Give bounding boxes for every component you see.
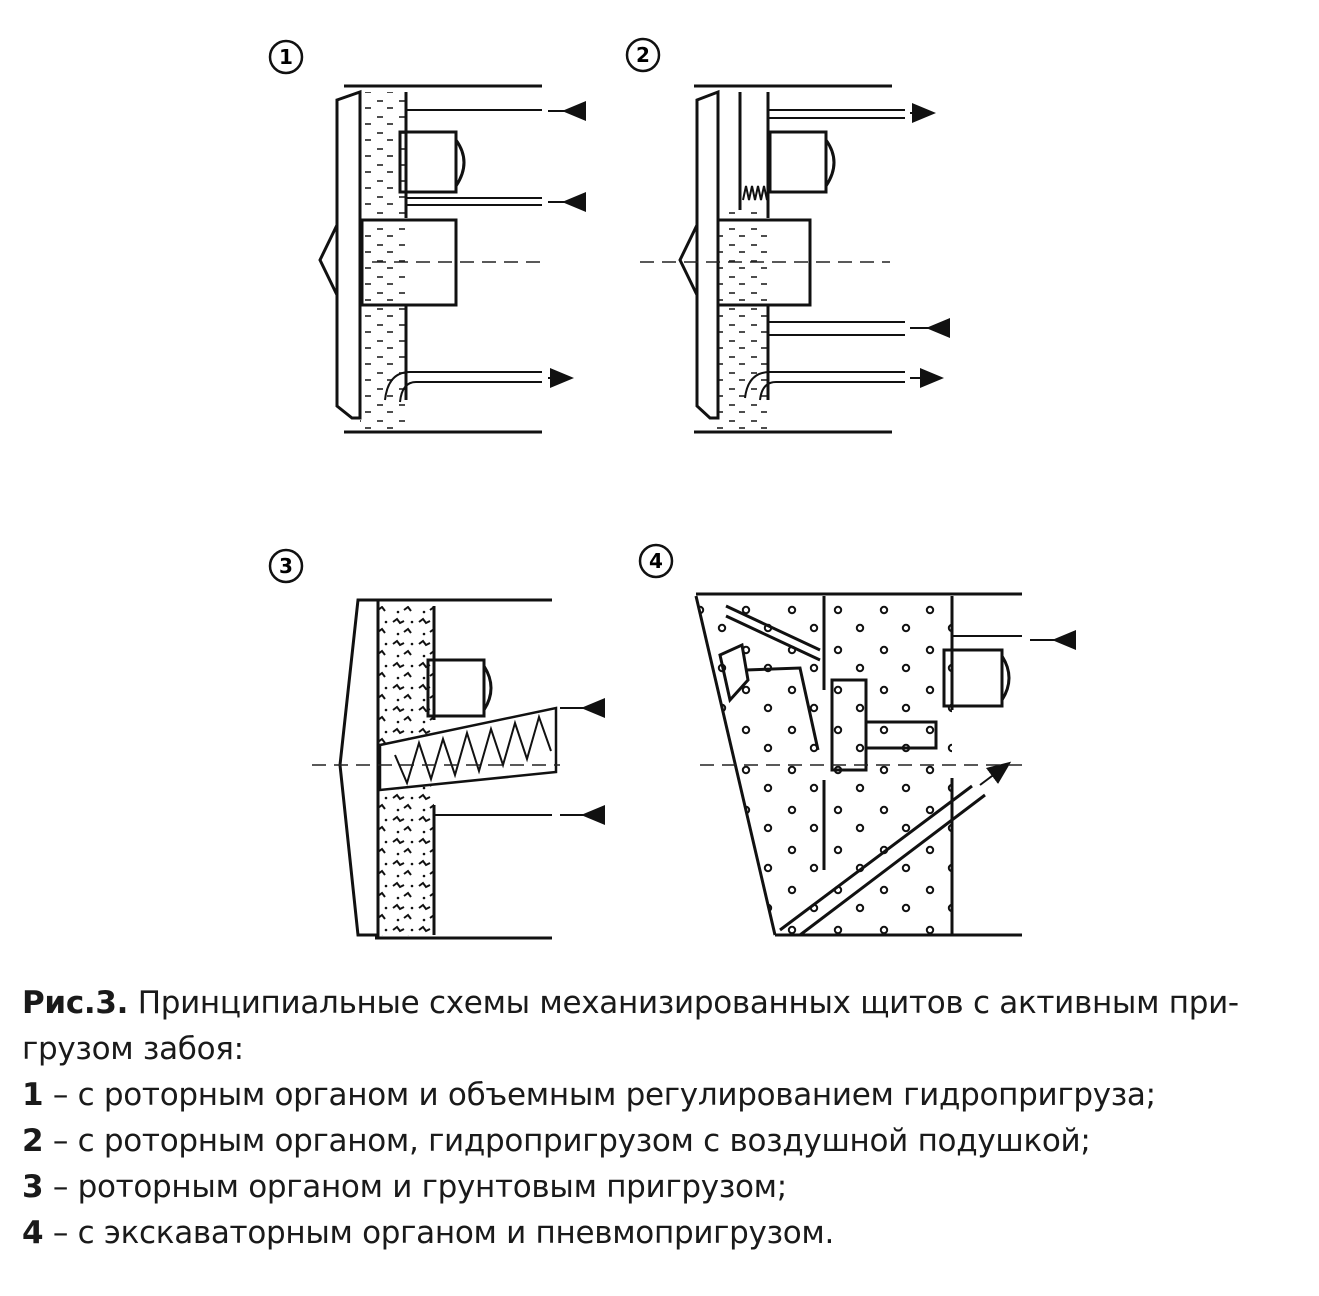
motor-4 xyxy=(942,648,1004,708)
caption-item-1: 1 – с роторным органом и объемным регули… xyxy=(22,1077,1156,1113)
motor-3 xyxy=(426,658,486,718)
scheme-3: 3 xyxy=(268,548,605,940)
caption-item-2: 2 – с роторным органом, гидропригрузом с… xyxy=(22,1123,1091,1159)
air-cushion-2 xyxy=(742,185,768,201)
caption-title-line1: Принципиальные схемы механизированных щи… xyxy=(128,985,1239,1021)
svg-text:1: 1 xyxy=(279,45,293,69)
figure-caption: Рис.3. Принципиальные схемы механизирова… xyxy=(22,980,1302,1256)
scheme-1: 1 xyxy=(268,39,586,434)
panel-2-label: 2 xyxy=(625,37,661,73)
panel-4-label: 4 xyxy=(638,543,674,579)
scheme-4: 4 xyxy=(638,543,1076,937)
excavator-arm-4 xyxy=(718,604,938,772)
shield-schemes-figure: 1 2 xyxy=(268,37,1076,940)
slurry-chamber-2 xyxy=(716,210,768,432)
caption-prefix: Рис.3. xyxy=(22,985,129,1021)
rotor-wheel-3 xyxy=(338,598,380,937)
caption-title-line2: грузом забоя: xyxy=(22,1031,244,1067)
svg-text:2: 2 xyxy=(636,43,650,67)
screw-conveyor-3 xyxy=(378,706,558,792)
caption-item-4: 4 – с экскаваторным органом и пневмоприг… xyxy=(22,1215,835,1251)
rotor-wheel-1 xyxy=(335,89,362,420)
panel-3-label: 3 xyxy=(268,548,304,584)
caption-item-3: 3 – роторным органом и грунтовым пригруз… xyxy=(22,1169,787,1205)
svg-text:3: 3 xyxy=(279,554,293,578)
svg-text:4: 4 xyxy=(649,549,663,573)
caption-title: Рис.3. Принципиальные схемы механизирова… xyxy=(22,980,1302,1026)
motor-2 xyxy=(768,130,828,194)
scheme-2: 2 xyxy=(625,37,950,434)
rotor-wheel-2 xyxy=(695,89,720,420)
motor-1 xyxy=(398,130,458,194)
panel-1-label: 1 xyxy=(268,39,304,75)
